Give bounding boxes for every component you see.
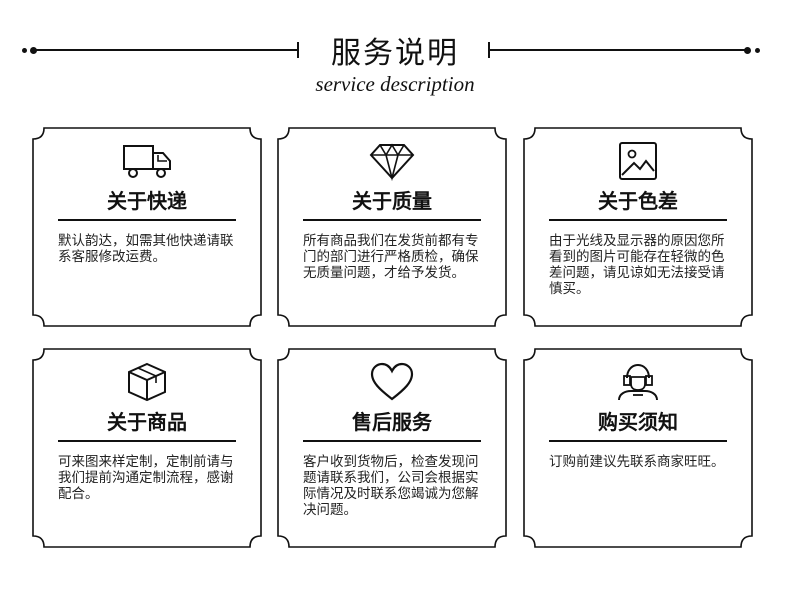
heart-icon <box>367 362 417 402</box>
card-frame <box>523 348 753 548</box>
card-divider <box>58 440 236 442</box>
card-frame <box>277 127 507 327</box>
decor-tick <box>488 42 490 58</box>
card-divider <box>549 219 727 221</box>
service-card-purchase-notice: 购买须知 订购前建议先联系商家旺旺。 <box>523 348 753 548</box>
service-card-product: 关于商品 可来图来样定制，定制前请与我们提前沟通定制流程，感谢配合。 <box>32 348 262 548</box>
card-frame <box>32 348 262 548</box>
card-divider <box>303 440 481 442</box>
diamond-icon <box>367 141 417 182</box>
card-divider <box>303 219 481 221</box>
card-body: 所有商品我们在发货前都有专门的部门进行严格质检，确保无质量问题，才给予发货。 <box>303 233 479 281</box>
image-icon <box>613 141 663 181</box>
card-title: 关于商品 <box>107 410 187 434</box>
page-subtitle: service description <box>315 72 475 96</box>
service-card-after-sales: 售后服务 客户收到货物后，检查发现问题请联系我们，公司会根据实际情况及时联系您竭… <box>277 348 507 548</box>
card-divider <box>549 440 727 442</box>
decor-dot <box>744 47 751 54</box>
section-header: 服务说明 service description <box>0 0 790 110</box>
decor-dot <box>755 48 760 53</box>
card-title: 售后服务 <box>352 410 432 434</box>
card-body: 订购前建议先联系商家旺旺。 <box>549 454 725 470</box>
customer-service-icon <box>613 362 663 402</box>
card-body: 由于光线及显示器的原因您所看到的图片可能存在轻微的色差问题，请见谅如无法接受请慎… <box>549 233 725 297</box>
card-body: 可来图来样定制，定制前请与我们提前沟通定制流程，感谢配合。 <box>58 454 234 502</box>
decor-line-left <box>36 49 298 51</box>
card-title: 关于快递 <box>107 189 187 213</box>
card-title: 关于色差 <box>598 189 678 213</box>
decor-dot <box>22 48 27 53</box>
service-card-color: 关于色差 由于光线及显示器的原因您所看到的图片可能存在轻微的色差问题，请见谅如无… <box>523 127 753 327</box>
card-title: 购买须知 <box>598 410 678 434</box>
service-card-shipping: 关于快递 默认韵达，如需其他快递请联系客服修改运费。 <box>32 127 262 327</box>
card-body: 客户收到货物后，检查发现问题请联系我们，公司会根据实际情况及时联系您竭诚为您解决… <box>303 454 479 518</box>
decor-line-right <box>490 49 746 51</box>
card-divider <box>58 219 236 221</box>
delivery-truck-icon <box>122 141 172 181</box>
decor-dot <box>30 47 37 54</box>
card-frame <box>32 127 262 327</box>
package-box-icon <box>122 362 172 402</box>
decor-tick <box>297 42 299 58</box>
card-title: 关于质量 <box>352 189 432 213</box>
card-body: 默认韵达，如需其他快递请联系客服修改运费。 <box>58 233 234 265</box>
service-card-quality: 关于质量 所有商品我们在发货前都有专门的部门进行严格质检，确保无质量问题，才给予… <box>277 127 507 327</box>
card-frame <box>523 127 753 327</box>
card-frame <box>277 348 507 548</box>
page-title: 服务说明 <box>331 36 459 71</box>
